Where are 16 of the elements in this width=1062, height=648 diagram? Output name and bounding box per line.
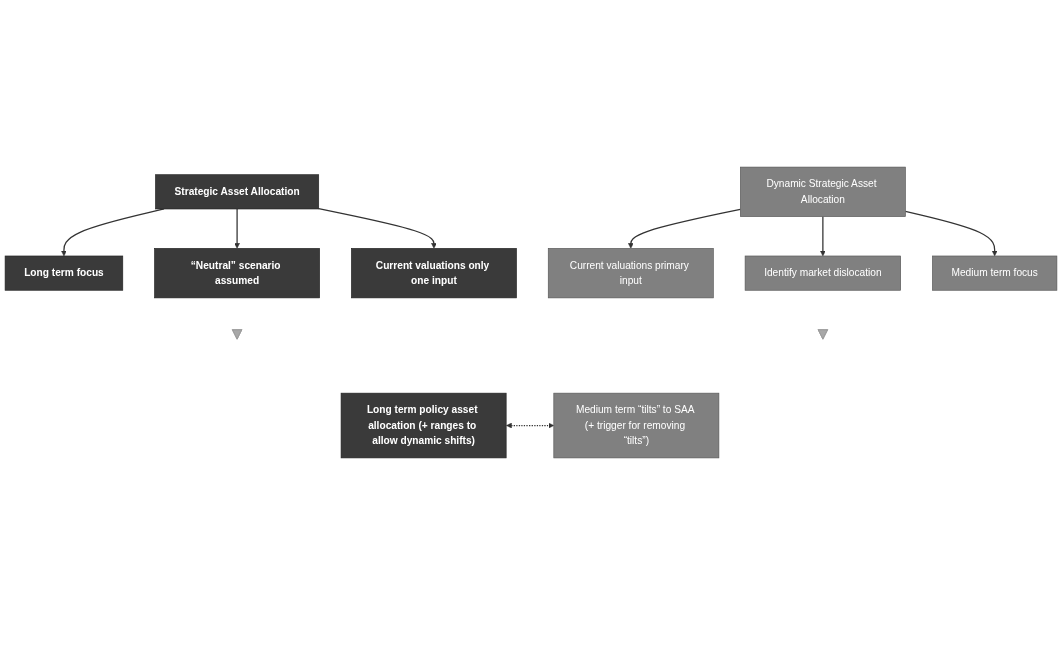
node-box: Strategic Asset Allocation — [155, 174, 320, 210]
node-box: Current valuations only one input — [351, 248, 517, 299]
node-box: Current valuations primary input — [547, 248, 714, 299]
arrow — [904, 211, 998, 257]
node-box: “Neutral” scenario assumed — [154, 248, 320, 299]
arrow — [820, 216, 826, 257]
node-box: Identify market dislocation — [744, 256, 901, 291]
node-box: Long term focus — [4, 256, 124, 291]
node-box: Long term policy asset allocation (+ ranges to allow dynamic shifts) — [340, 393, 507, 459]
node-box: Dynamic Strategic Asset Allocation — [740, 167, 906, 218]
node-box: Medium term “tilts” to SAA (+ trigger for removing “tilts”) — [553, 393, 720, 459]
arrow — [234, 208, 240, 249]
arrow — [318, 208, 437, 249]
arrow — [506, 423, 555, 429]
arrow — [628, 209, 741, 249]
node-box: Medium term focus — [932, 256, 1058, 291]
